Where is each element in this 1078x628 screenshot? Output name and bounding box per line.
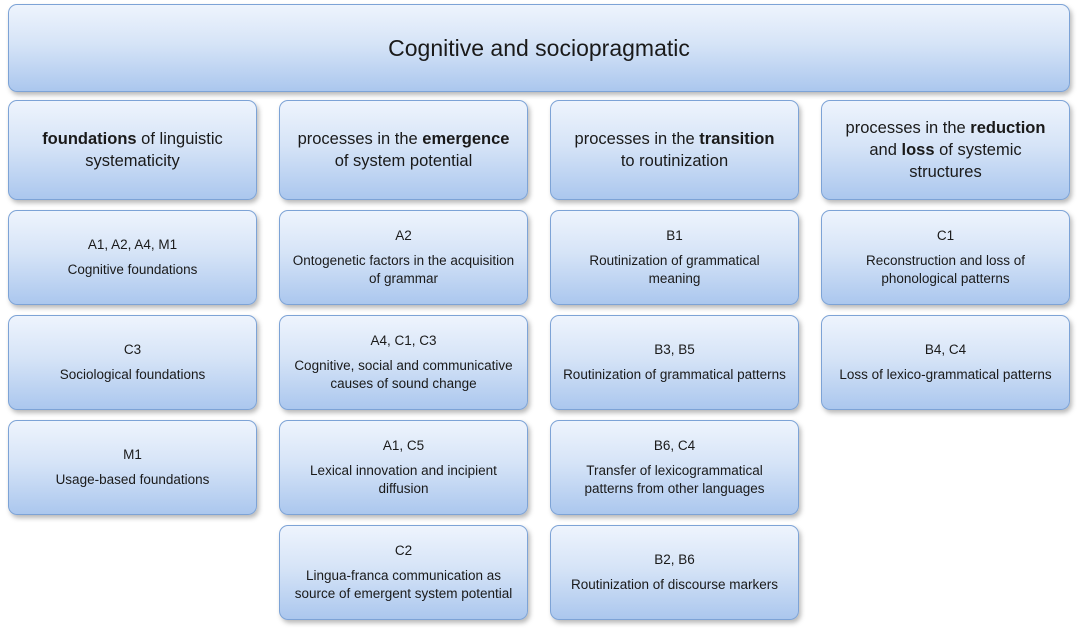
topic-label: Reconstruction and loss of phonological … xyxy=(865,252,1026,287)
column-foundations: foundations of linguistic systematicity … xyxy=(8,100,257,515)
title-box: Cognitive and sociopragmatic xyxy=(8,4,1070,92)
header-text-segment: transition xyxy=(699,129,775,148)
topic-label: Routinization of grammatical meaning xyxy=(589,252,760,287)
topic-label: Transfer of lexicogrammatical patterns f… xyxy=(584,462,765,497)
topic-label: Sociological foundations xyxy=(59,367,206,382)
module-codes: A1, C5 xyxy=(382,437,425,453)
topic-label: Routinization of discourse markers xyxy=(570,577,779,592)
header-text-segment: reduction xyxy=(970,118,1046,137)
header-text-segment: foundations xyxy=(42,129,137,148)
column-reduction-loss: processes in the reduction and loss of s… xyxy=(821,100,1070,410)
header-text: processes in the transition to routiniza… xyxy=(567,128,782,173)
topic-label: Ontogenetic factors in the acquisition o… xyxy=(292,252,515,287)
header-text: foundations of linguistic systematicity xyxy=(25,128,240,173)
header-text-segment: of systemic structures xyxy=(909,140,1022,182)
header-text-segment: and xyxy=(869,140,902,159)
module-codes: C3 xyxy=(123,341,142,357)
topic-box: B2, B6 Routinization of discourse marker… xyxy=(550,525,799,620)
module-codes: B4, C4 xyxy=(924,341,967,357)
module-codes: B3, B5 xyxy=(654,341,695,357)
header-text-segment: of linguistic systematicity xyxy=(85,129,223,170)
module-codes: B6, C4 xyxy=(653,437,696,453)
topic-box: C1 Reconstruction and loss of phonologic… xyxy=(821,210,1070,305)
header-text-segment: loss xyxy=(901,140,935,159)
module-codes: A2 xyxy=(395,227,412,243)
header-text-segment: of system potential xyxy=(334,152,473,170)
topic-box: A1, A2, A4, M1 Cognitive foundations xyxy=(8,210,257,305)
topic-box: C2 Lingua-franca communication as source… xyxy=(279,525,528,620)
header-text: processes in the reduction and loss of s… xyxy=(838,117,1053,184)
topic-box: M1 Usage-based foundations xyxy=(8,420,257,515)
column-header: processes in the emergence of system pot… xyxy=(279,100,528,200)
topic-box: B3, B5 Routinization of grammatical patt… xyxy=(550,315,799,410)
header-text-segment: processes in the xyxy=(574,129,700,148)
column-header: processes in the reduction and loss of s… xyxy=(821,100,1070,200)
topic-label: Routinization of grammatical patterns xyxy=(563,367,786,382)
topic-label: Lingua-franca communication as source of… xyxy=(294,567,513,602)
header-text-segment: processes in the xyxy=(297,129,423,148)
module-codes: C1 xyxy=(936,227,955,243)
header-text-segment: processes in the xyxy=(845,118,971,137)
column-emergence: processes in the emergence of system pot… xyxy=(279,100,528,620)
topic-label: Cognitive, social and communicative caus… xyxy=(294,357,513,392)
columns-row: foundations of linguistic systematicity … xyxy=(8,100,1070,620)
header-text-segment: emergence xyxy=(422,129,510,148)
topic-box: B6, C4 Transfer of lexicogrammatical pat… xyxy=(550,420,799,515)
topic-label: Lexical innovation and incipient diffusi… xyxy=(310,462,497,497)
topic-label: Loss of lexico-grammatical patterns xyxy=(839,367,1052,382)
topic-box: B4, C4 Loss of lexico-grammatical patter… xyxy=(821,315,1070,410)
module-codes: C2 xyxy=(394,542,413,558)
header-text-segment: to routinization xyxy=(620,152,729,170)
column-header: processes in the transition to routiniza… xyxy=(550,100,799,200)
topic-box: A2 Ontogenetic factors in the acquisitio… xyxy=(279,210,528,305)
header-text: processes in the emergence of system pot… xyxy=(296,128,511,173)
topic-box: C3 Sociological foundations xyxy=(8,315,257,410)
topic-label: Usage-based foundations xyxy=(55,472,210,487)
topic-box: A4, C1, C3 Cognitive, social and communi… xyxy=(279,315,528,410)
diagram-title: Cognitive and sociopragmatic xyxy=(388,34,690,61)
column-header: foundations of linguistic systematicity xyxy=(8,100,257,200)
column-transition: processes in the transition to routiniza… xyxy=(550,100,799,620)
topic-box: A1, C5 Lexical innovation and incipient … xyxy=(279,420,528,515)
topic-box: B1 Routinization of grammatical meaning xyxy=(550,210,799,305)
module-codes: A4, C1, C3 xyxy=(370,332,437,348)
module-codes: M1 xyxy=(123,446,142,462)
module-codes: B1 xyxy=(666,227,683,243)
module-codes: A1, A2, A4, M1 xyxy=(87,236,178,252)
module-codes: B2, B6 xyxy=(654,551,695,567)
topic-label: Cognitive foundations xyxy=(67,262,198,277)
